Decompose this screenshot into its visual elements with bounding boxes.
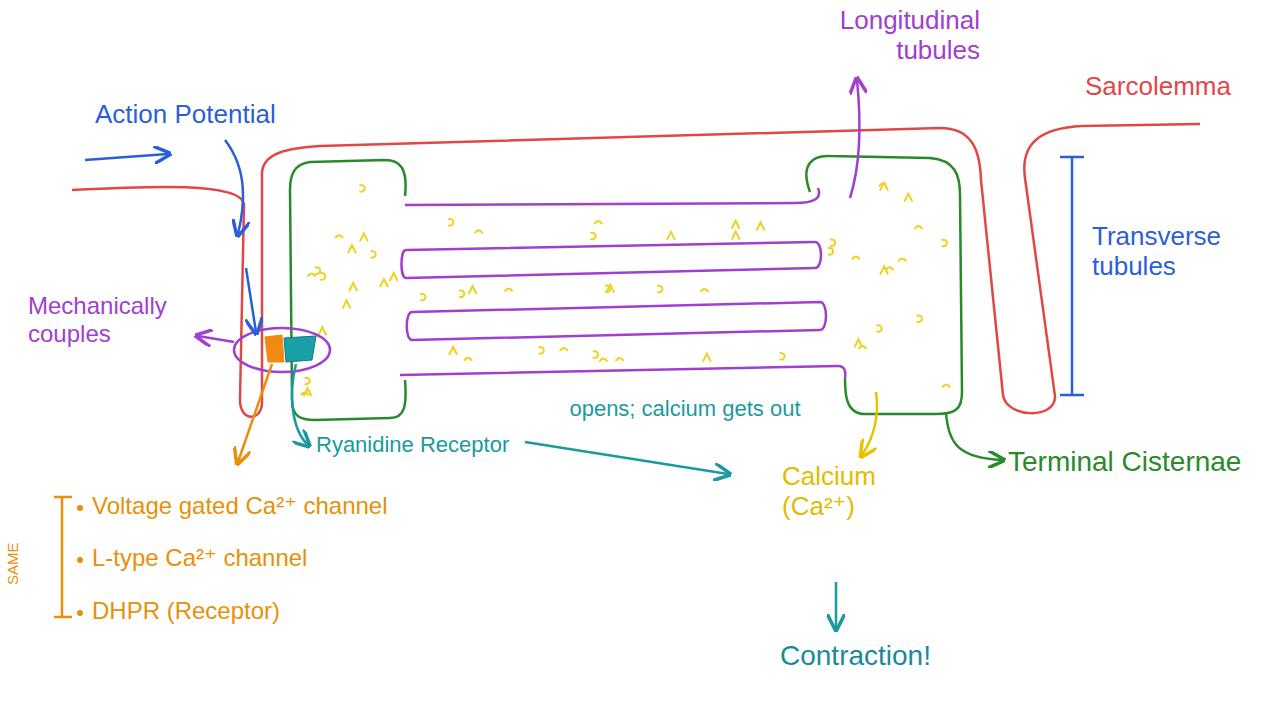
calcium-mark: [475, 230, 483, 233]
label-text: Ryanidine Receptor: [316, 432, 509, 457]
leader-arrow: [225, 140, 243, 234]
leader-arrow: [525, 442, 728, 474]
leader-arrow: [246, 268, 256, 332]
calcium-mark: [605, 286, 610, 293]
leader-arrow: [850, 80, 859, 198]
calcium-mark: [732, 221, 740, 229]
leader-arrow: [835, 582, 838, 628]
calcium-mark: [732, 231, 740, 239]
calcium-mark: [700, 289, 708, 292]
calcium-mark: [657, 286, 662, 293]
terminal-cisterna: [806, 156, 962, 414]
leader-arrow: [198, 336, 234, 342]
calcium-mark: [348, 245, 356, 253]
calcium-mark: [449, 347, 457, 355]
calcium-mark: [420, 294, 425, 301]
label-text: Contraction!: [780, 640, 931, 672]
calcium-mark: [858, 346, 866, 349]
label-text: Longitudinal tubules: [770, 6, 980, 66]
calcium-mark: [318, 327, 326, 335]
calcium-mark: [335, 235, 343, 238]
label-text: Calcium (Ca²⁺): [782, 462, 892, 522]
leader-arrow: [946, 412, 1002, 460]
leader-arrow: [238, 364, 272, 462]
calcium-mark: [852, 256, 860, 259]
calcium-mark: [593, 351, 598, 358]
t-tubule-bracket: [1060, 157, 1084, 395]
calcium-mark: [304, 378, 309, 385]
calcium-mark: [779, 353, 784, 360]
calcium-mark: [380, 279, 388, 287]
dhpr-channel: [265, 335, 284, 362]
terminal-cisterna: [290, 160, 406, 420]
bullet: [77, 505, 83, 616]
label-text: Sarcolemma: [1085, 72, 1231, 102]
leader-arrow: [862, 392, 877, 455]
label-text: Mechanically couples: [28, 292, 188, 347]
calcium-mark: [560, 348, 568, 351]
calcium-mark: [879, 183, 887, 186]
label-text: SAME: [4, 543, 21, 586]
calcium-mark: [942, 240, 947, 247]
label-text: DHPR (Receptor): [92, 597, 280, 625]
calcium-mark: [320, 273, 325, 280]
calcium-mark: [917, 315, 922, 322]
calcium-mark: [757, 222, 765, 230]
same-bracket: [54, 497, 72, 617]
calcium-mark: [360, 233, 368, 241]
calcium-mark: [343, 301, 351, 309]
calcium-mark: [539, 347, 544, 354]
calcium-mark: [590, 233, 595, 240]
calcium-mark: [914, 226, 922, 229]
calcium-mark: [307, 274, 315, 277]
calcium-mark: [904, 194, 912, 202]
calcium-mark: [898, 258, 906, 261]
calcium-mark: [469, 286, 477, 294]
calcium-mark: [616, 358, 624, 361]
sarcolemma-membrane: [72, 124, 1200, 417]
calcium-mark: [505, 289, 513, 292]
calcium-mark: [594, 221, 602, 224]
coupling-ellipse: [234, 328, 330, 372]
calcium-mark: [667, 232, 675, 240]
label-text: Voltage gated Ca²⁺ channel: [92, 492, 388, 520]
calcium-mark: [830, 239, 835, 246]
calcium-mark: [349, 283, 357, 291]
calcium-mark: [703, 354, 711, 362]
calcium-mark: [304, 388, 312, 396]
calcium-mark: [448, 219, 453, 226]
label-text: Transverse tubules: [1092, 222, 1267, 282]
label-text: L-type Ca²⁺ channel: [92, 544, 307, 572]
calcium-mark: [390, 273, 398, 281]
calcium-mark: [315, 267, 320, 274]
calcium-mark: [828, 248, 833, 255]
calcium-mark: [459, 290, 464, 297]
calcium-mark: [880, 266, 888, 274]
calcium-mark: [464, 358, 472, 361]
longitudinal-tubule: [400, 188, 845, 378]
calcium-mark: [370, 251, 375, 258]
calcium-mark: [599, 359, 607, 362]
leader-arrow: [292, 364, 308, 445]
calcium-mark: [876, 325, 881, 332]
leader-arrow: [85, 154, 168, 160]
calcium-particles: [301, 183, 950, 397]
ryanodine-receptor: [284, 336, 316, 362]
calcium-mark: [942, 384, 950, 387]
label-text: opens; calcium gets out: [560, 396, 810, 421]
label-text: Terminal Cisternae: [1008, 446, 1248, 478]
calcium-mark: [359, 185, 364, 192]
label-text: Action Potential: [95, 100, 276, 130]
